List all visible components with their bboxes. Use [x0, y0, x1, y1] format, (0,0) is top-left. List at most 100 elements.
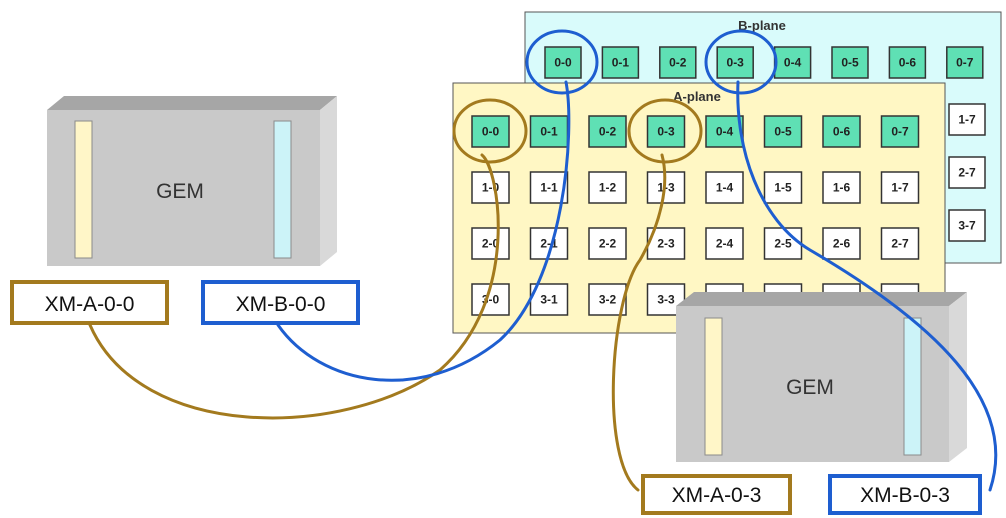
a-plane-node-1-5: 1-5 [763, 171, 803, 204]
gem-right-side [949, 292, 967, 462]
a-plane-node-1-4-box [705, 171, 744, 204]
b-plane-node-0-0-box [544, 46, 582, 79]
b-plane-node-0-7: 0-7 [946, 46, 984, 79]
a-plane-node-1-7-box [880, 171, 920, 204]
a-plane-node-0-5: 0-5 [763, 115, 803, 148]
a-plane-node-0-6-box [822, 115, 861, 148]
a-plane-node-1-2: 1-2 [588, 171, 627, 204]
b-plane-node-3-7: 3-7 [948, 209, 986, 242]
b-plane-node-0-4-label: 0-4 [784, 56, 802, 70]
a-plane-node-2-2-box [588, 227, 627, 260]
gem-left-side [320, 96, 337, 266]
b-plane-node-0-1: 0-1 [601, 46, 640, 79]
b-plane-node-0-0: 0-0 [544, 46, 582, 79]
b-plane-node-0-6-label: 0-6 [899, 56, 917, 70]
port-xm-b-0-3: XM-B-0-3 [828, 474, 982, 515]
a-plane-node-0-4-label: 0-4 [716, 125, 734, 139]
b-plane-node-0-4: 0-4 [773, 46, 812, 79]
b-plane-node-1-7-box [948, 103, 986, 136]
a-plane-node-0-6: 0-6 [822, 115, 861, 148]
a-plane-node-2-6-label: 2-6 [833, 237, 851, 251]
a-plane-node-0-1: 0-1 [529, 115, 569, 148]
b-plane-node-3-7-box [948, 209, 986, 242]
b-plane-node-0-7-box [946, 46, 984, 79]
gem-right-strip-a [704, 317, 723, 456]
a-plane-node-2-0-label: 2-0 [482, 237, 500, 251]
b-plane-node-1-7: 1-7 [948, 103, 986, 136]
a-plane-node-1-3-label: 1-3 [657, 181, 675, 195]
a-plane-node-0-2-label: 0-2 [599, 125, 617, 139]
gem-box-left: GEM [47, 96, 337, 266]
a-plane-node-2-2: 2-2 [588, 227, 627, 260]
b-plane-node-0-3: 0-3 [716, 46, 754, 79]
a-plane-node-0-1-label: 0-1 [540, 125, 558, 139]
b-plane-title: B-plane [738, 18, 786, 33]
gem-box-right: GEM [676, 292, 967, 462]
a-plane-node-0-3: 0-3 [646, 115, 686, 148]
a-plane-node-2-5: 2-5 [763, 227, 803, 260]
a-plane-node-0-3-box [646, 115, 686, 148]
gem-left-label: GEM [156, 180, 204, 203]
a-plane-node-2-5-label: 2-5 [774, 237, 792, 251]
cable-b-0-0 [276, 80, 571, 382]
a-plane-node-2-1-label: 2-1 [540, 237, 558, 251]
a-plane-node-2-7: 2-7 [880, 227, 920, 260]
gem-left-strip-a [74, 120, 93, 259]
a-plane-node-2-4-label: 2-4 [716, 237, 734, 251]
gem-left-strip-b [273, 120, 292, 259]
highlight-a-0-3 [627, 98, 703, 164]
a-plane-node-0-0-label: 0-0 [482, 125, 500, 139]
a-plane-node-0-5-box [763, 115, 803, 148]
a-plane-node-0-7: 0-7 [880, 115, 920, 148]
a-plane-node-0-7-box [880, 115, 920, 148]
a-plane-node-1-6-label: 1-6 [833, 181, 851, 195]
port-xm-a-0-0: XM-A-0-0 [10, 280, 169, 325]
gem-right-top [676, 292, 967, 306]
a-plane-node-0-2: 0-2 [588, 115, 627, 148]
a-plane-node-1-1-label: 1-1 [540, 181, 558, 195]
a-plane-node-2-6: 2-6 [822, 227, 861, 260]
highlight-b-0-3 [704, 29, 778, 95]
a-plane-node-1-2-label: 1-2 [599, 181, 617, 195]
a-plane-node-2-4-box [705, 227, 744, 260]
a-plane-node-3-2-box [588, 283, 627, 316]
a-plane-node-0-7-label: 0-7 [891, 125, 909, 139]
a-plane-node-1-0: 1-0 [471, 171, 510, 204]
a-plane-node-1-2-box [588, 171, 627, 204]
a-plane-node-0-6-label: 0-6 [833, 125, 851, 139]
port-xm-a-0-3-label: XM-A-0-3 [672, 484, 762, 507]
a-plane-node-2-7-box [880, 227, 920, 260]
cable-a-0-0 [88, 153, 500, 420]
b-plane-node-0-3-label: 0-3 [727, 56, 745, 70]
a-plane-node-1-7-label: 1-7 [891, 181, 909, 195]
a-plane-node-3-2: 3-2 [588, 283, 627, 316]
b-plane-node-1-7-label: 1-7 [958, 113, 976, 127]
cable-b-0-3 [736, 80, 998, 492]
a-plane-title: A-plane [673, 89, 721, 104]
port-xm-b-0-0: XM-B-0-0 [201, 280, 360, 325]
a-plane-node-1-5-box [763, 171, 803, 204]
b-plane-node-2-7: 2-7 [948, 156, 986, 189]
a-plane-node-2-6-box [822, 227, 861, 260]
a-plane-node-0-0-box [471, 115, 510, 148]
gem-left-top [47, 96, 337, 110]
b-plane-node-0-1-box [601, 46, 640, 79]
a-plane-node-0-4: 0-4 [705, 115, 744, 148]
b-plane-node-0-2-box [659, 46, 697, 79]
a-plane-node-1-5-label: 1-5 [774, 181, 792, 195]
a-plane-node-1-6-box [822, 171, 861, 204]
port-xm-a-0-3: XM-A-0-3 [641, 474, 792, 515]
a-plane-node-1-4: 1-4 [705, 171, 744, 204]
a-plane-node-0-2-box [588, 115, 627, 148]
b-plane-node-0-5: 0-5 [831, 46, 869, 79]
b-plane-node-0-3-box [716, 46, 754, 79]
b-plane-node-3-7-label: 3-7 [958, 219, 976, 233]
port-xm-a-0-0-label: XM-A-0-0 [45, 293, 135, 316]
b-plane-node-0-5-box [831, 46, 869, 79]
b-plane-node-0-6-box [888, 46, 927, 79]
a-plane-node-1-4-label: 1-4 [716, 181, 734, 195]
b-plane-node-0-4-box [773, 46, 812, 79]
b-plane-node-0-2-label: 0-2 [669, 56, 687, 70]
port-xm-b-0-0-label: XM-B-0-0 [236, 293, 326, 316]
